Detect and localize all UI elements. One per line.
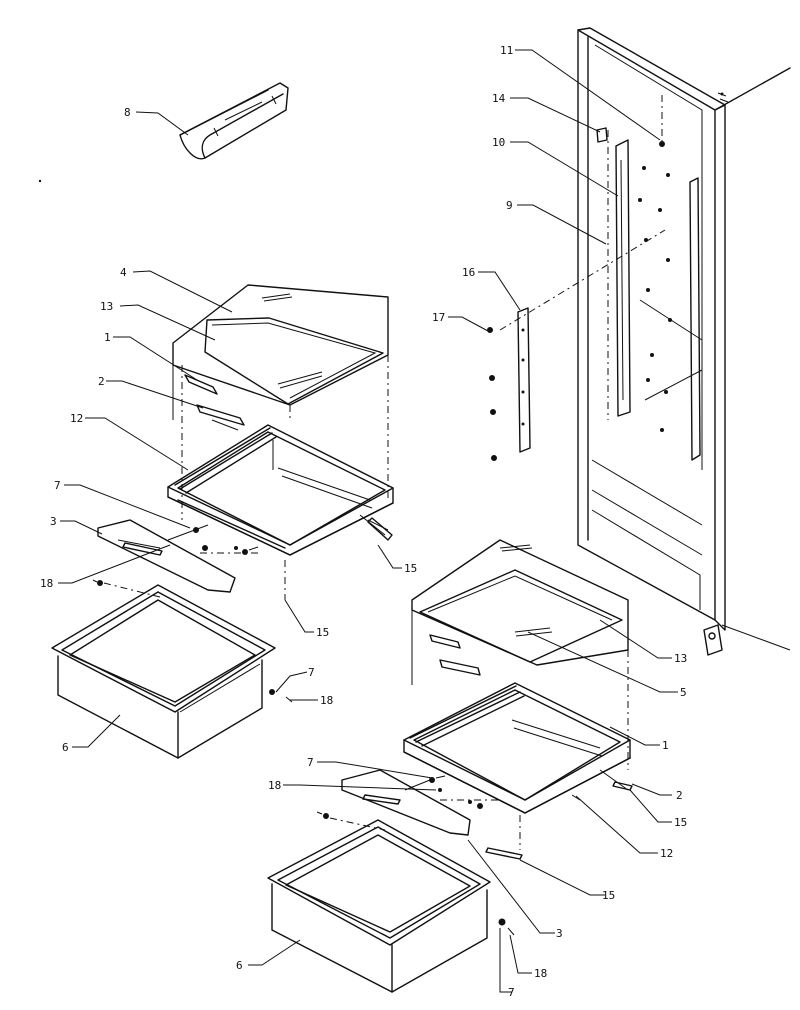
callout-7-upper-b: 7 (308, 666, 315, 679)
callout-1-upper: 1 (104, 331, 111, 344)
part-4-crisper-cover-upper (172, 284, 389, 520)
callout-12-lower: 12 (660, 847, 673, 860)
part-7-screw-lower-a (429, 775, 446, 783)
part-18-washer-lower-c (507, 927, 515, 936)
axis-line (329, 817, 386, 831)
part-9-shelf-track-right (689, 177, 701, 461)
callout-14: 14 (492, 92, 506, 105)
part-18-washer-upper-b (92, 579, 103, 586)
part-17-screw (487, 327, 497, 461)
part-7-screw-lower-c (498, 918, 506, 926)
part-7-screw-lower-b (468, 800, 483, 809)
callout-16: 16 (462, 266, 475, 279)
callout-18-lower-a: 18 (268, 779, 281, 792)
callout-3-lower: 3 (556, 927, 563, 940)
callout-labels: 8 4 13 1 2 12 7 3 18 15 15 7 18 6 11 14 … (40, 44, 687, 999)
callout-17: 17 (432, 311, 445, 324)
part-10-shelf-track-left (615, 139, 631, 417)
part-1-clip-lower (429, 634, 461, 649)
part-7-screw-upper-b (234, 546, 259, 555)
callout-7-upper-a: 7 (54, 479, 61, 492)
centerline-dashes (499, 95, 666, 420)
callout-4: 4 (120, 266, 127, 279)
callout-8: 8 (124, 106, 131, 119)
callout-6-lower: 6 (236, 959, 243, 972)
callout-6-upper: 6 (62, 741, 69, 754)
callout-5: 5 (680, 686, 687, 699)
stray-mark (38, 179, 42, 183)
part-13-crisper-cover-lower (411, 539, 629, 770)
part-7-screw-upper-c (269, 689, 275, 695)
part-2-slide-lower (439, 659, 481, 676)
part-18-washer-lower-a (438, 788, 442, 792)
axis-line (103, 582, 161, 598)
callout-12-upper: 12 (70, 412, 83, 425)
callout-7-lower-a: 7 (307, 756, 314, 769)
part-2-slide-upper (196, 404, 245, 431)
leader-lines (58, 49, 678, 993)
callout-13-upper: 13 (100, 300, 113, 313)
part-3-rail-lower (341, 769, 471, 836)
part-18-washer-lower-b (316, 811, 329, 819)
part-6-crisper-pan-upper (51, 584, 276, 759)
callout-7-lower-b: 7 (508, 986, 515, 999)
callout-13-lower: 13 (674, 652, 687, 665)
callout-9: 9 (506, 199, 513, 212)
part-18-washer-upper-c (285, 696, 293, 703)
part-14-track-bracket (596, 127, 608, 143)
callout-11: 11 (500, 44, 513, 57)
callout-1-lower: 1 (662, 739, 669, 752)
callout-15-lower-b: 15 (602, 889, 615, 902)
callout-15-lower-a: 15 (674, 816, 687, 829)
part-16-bracket (517, 307, 531, 453)
callout-2-lower: 2 (676, 789, 683, 802)
callout-3-upper: 3 (50, 515, 57, 528)
cabinet-liner (577, 27, 791, 656)
callout-18-upper-a: 18 (40, 577, 53, 590)
part-3-rail-upper (97, 519, 236, 593)
callout-18-lower-b: 18 (534, 967, 547, 980)
callout-2-upper: 2 (98, 375, 105, 388)
callout-15-upper-b: 15 (316, 626, 329, 639)
part-15-glide-upper (367, 517, 393, 541)
callout-18-upper-b: 18 (320, 694, 333, 707)
part-7-screw-upper-a (193, 524, 209, 533)
callout-10: 10 (492, 136, 505, 149)
part-12-shelf-frame-lower (403, 682, 631, 814)
part-1-clip-upper (184, 374, 218, 395)
part-8-door-bin (179, 82, 289, 160)
part-12-shelf-frame-upper (167, 424, 394, 556)
callout-15-upper-a: 15 (404, 562, 417, 575)
part-18-washer-upper-a (202, 545, 208, 551)
part-6-crisper-pan-lower (267, 819, 491, 993)
part-15-glide-lower (485, 847, 523, 860)
